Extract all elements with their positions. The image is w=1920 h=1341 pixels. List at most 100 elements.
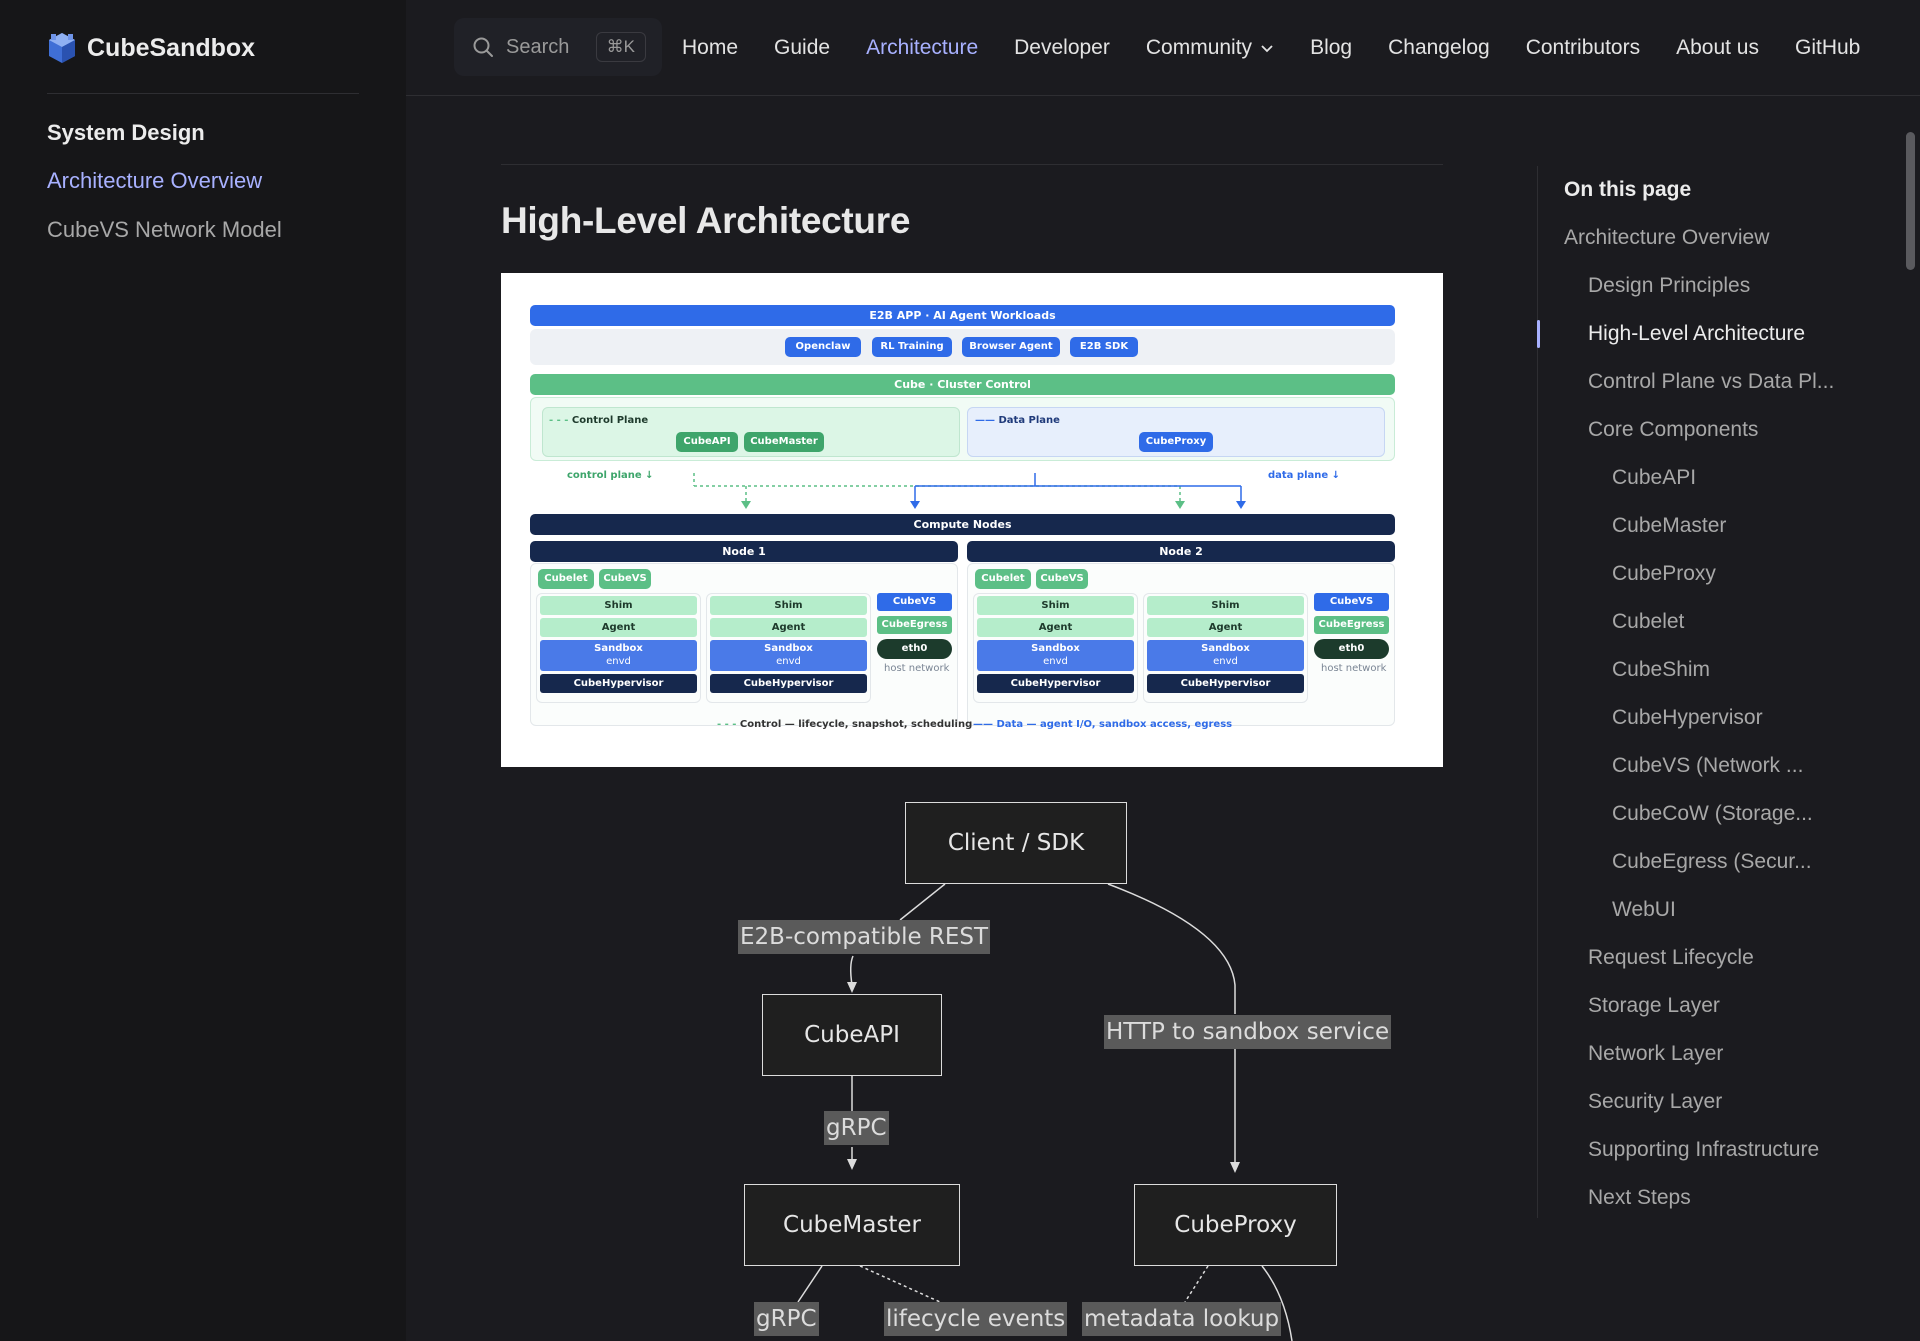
n1b-shim: Shim	[710, 596, 867, 615]
content-divider	[501, 164, 1443, 165]
n2b-envd: envd	[1213, 656, 1238, 667]
client-sdk-box: Client / SDK	[905, 802, 1127, 884]
toc-cubeshim[interactable]: CubeShim	[1612, 658, 1711, 681]
cubemaster-box: CubeMaster	[744, 1184, 960, 1266]
toc-next-steps[interactable]: Next Steps	[1588, 1186, 1691, 1209]
nav-contributors[interactable]: Contributors	[1525, 36, 1641, 59]
n2b-shim: Shim	[1147, 596, 1304, 615]
n1b-sandbox: Sandbox envd	[710, 640, 867, 671]
brand-link[interactable]: CubeSandbox	[47, 28, 255, 68]
data-plane-arrow-label: data plane ↓	[1268, 470, 1341, 481]
node-2-cubevs-tag: CubeVS	[1036, 569, 1088, 589]
cluster-control-bar: Cube · Cluster Control	[530, 374, 1395, 395]
node-1-title: Node 1	[530, 541, 958, 562]
n1a-envd: envd	[606, 656, 631, 667]
flow-diagram: Client / SDK E2B-compatible REST CubeAPI…	[700, 790, 1400, 1341]
nav-github[interactable]: GitHub	[1794, 36, 1861, 59]
cubeapi-box: CubeAPI	[762, 994, 942, 1076]
n1-host-network: host network	[884, 663, 950, 674]
toc-cubemaster[interactable]: CubeMaster	[1612, 514, 1727, 537]
n1-cubevs: CubeVS	[877, 593, 952, 611]
n1b-envd: envd	[776, 656, 801, 667]
legend-data-text: Data — agent I/O, sandbox access, egress	[996, 719, 1233, 730]
toc-network-layer[interactable]: Network Layer	[1588, 1042, 1724, 1065]
nav-community-label: Community	[1145, 36, 1253, 59]
legend-control: - - - Control — lifecycle, snapshot, sch…	[717, 719, 973, 730]
nav-community-dropdown[interactable]: Community	[1146, 36, 1274, 60]
workload-rl-training: RL Training	[872, 337, 952, 357]
sidebar-divider	[47, 93, 359, 94]
page-scrollbar[interactable]	[1906, 132, 1915, 270]
toc-high-level-architecture[interactable]: High-Level Architecture	[1588, 322, 1806, 345]
node-1-sandbox-b	[706, 593, 871, 703]
toc-cubeproxy[interactable]: CubeProxy	[1612, 562, 1716, 585]
toc-cubevs[interactable]: CubeVS (Network ...	[1612, 754, 1804, 777]
n1b-sandbox-label: Sandbox	[764, 643, 813, 654]
n1b-agent: Agent	[710, 618, 867, 637]
workloads-bar: E2B APP · AI Agent Workloads	[530, 305, 1395, 326]
nav-home[interactable]: Home	[682, 36, 739, 59]
nav-blog[interactable]: Blog	[1310, 36, 1353, 59]
nav-architecture[interactable]: Architecture	[866, 36, 979, 59]
cp-cubeapi: CubeAPI	[676, 432, 738, 452]
n2a-shim: Shim	[977, 596, 1134, 615]
n2-eth0: eth0	[1314, 639, 1389, 659]
search-button[interactable]: Search ⌘K	[454, 18, 662, 76]
n2b-sandbox-label: Sandbox	[1201, 643, 1250, 654]
node-1-sandbox-a	[536, 593, 701, 703]
table-of-contents: On this page Architecture Overview Desig…	[1537, 166, 1920, 1218]
n2a-agent: Agent	[977, 618, 1134, 637]
workload-e2b-sdk: E2B SDK	[1070, 337, 1138, 357]
n2-cubeegress: CubeEgress	[1314, 616, 1389, 634]
toc-control-vs-data-plane[interactable]: Control Plane vs Data Pl...	[1588, 370, 1835, 393]
sidebar-item-architecture-overview[interactable]: Architecture Overview	[47, 168, 263, 193]
toc-webui[interactable]: WebUI	[1612, 898, 1676, 921]
brand-name: CubeSandbox	[87, 33, 256, 62]
node-2-sandbox-a	[973, 593, 1138, 703]
toc-supporting-infrastructure[interactable]: Supporting Infrastructure	[1588, 1138, 1820, 1161]
n2b-hypervisor: CubeHypervisor	[1147, 674, 1304, 693]
cubeproxy-box: CubeProxy	[1134, 1184, 1337, 1266]
n1a-sandbox: Sandbox envd	[540, 640, 697, 671]
main-nav: Home Guide Architecture Developer Commun…	[682, 0, 1896, 96]
toc-security-layer[interactable]: Security Layer	[1588, 1090, 1723, 1113]
lifecycle-edge-label: lifecycle events	[884, 1302, 1068, 1336]
compute-nodes-bar: Compute Nodes	[530, 514, 1395, 535]
toc-storage-layer[interactable]: Storage Layer	[1588, 994, 1720, 1017]
chevron-down-icon	[1261, 45, 1273, 53]
nav-about-us[interactable]: About us	[1676, 36, 1759, 59]
toc-request-lifecycle[interactable]: Request Lifecycle	[1588, 946, 1754, 969]
node-2-sandbox-b	[1143, 593, 1308, 703]
toc-cubecow[interactable]: CubeCoW (Storage...	[1612, 802, 1813, 825]
search-shortcut: ⌘K	[595, 32, 646, 62]
node-2-title: Node 2	[967, 541, 1395, 562]
top-navbar: Search ⌘K Home Guide Architecture Develo…	[406, 0, 1920, 96]
node-1-cubelet: Cubelet	[538, 569, 594, 589]
nav-developer[interactable]: Developer	[1014, 36, 1110, 59]
sidebar-section-title: System Design	[47, 120, 205, 145]
control-plane-label: - - - Control Plane	[549, 415, 649, 426]
sidebar-item-cubevs-network-model[interactable]: CubeVS Network Model	[47, 217, 282, 242]
toc-cubelet[interactable]: Cubelet	[1612, 610, 1685, 633]
dp-cubeproxy: CubeProxy	[1139, 432, 1213, 452]
page-title: High-Level Architecture	[501, 200, 911, 241]
left-sidebar: CubeSandbox System Design Architecture O…	[0, 0, 406, 1341]
n2-cubevs: CubeVS	[1314, 593, 1389, 611]
toc-cubeapi[interactable]: CubeAPI	[1612, 466, 1697, 489]
toc-core-components[interactable]: Core Components	[1588, 418, 1759, 441]
n1a-sandbox-label: Sandbox	[594, 643, 643, 654]
toc-architecture-overview[interactable]: Architecture Overview	[1564, 226, 1770, 249]
n1a-shim: Shim	[540, 596, 697, 615]
n2a-envd: envd	[1043, 656, 1068, 667]
search-placeholder: Search	[506, 35, 570, 58]
grpc-edge-label-2: gRPC	[754, 1302, 819, 1336]
nav-guide[interactable]: Guide	[774, 36, 831, 59]
toc-design-principles[interactable]: Design Principles	[1588, 274, 1751, 297]
metadata-edge-label: metadata lookup	[1082, 1302, 1282, 1336]
toc-cubeegress[interactable]: CubeEgress (Secur...	[1612, 850, 1812, 873]
nav-changelog[interactable]: Changelog	[1388, 36, 1490, 59]
toc-cubehypervisor[interactable]: CubeHypervisor	[1612, 706, 1763, 729]
n1-cubeegress: CubeEgress	[877, 616, 952, 634]
toc-active-marker	[1537, 320, 1540, 348]
